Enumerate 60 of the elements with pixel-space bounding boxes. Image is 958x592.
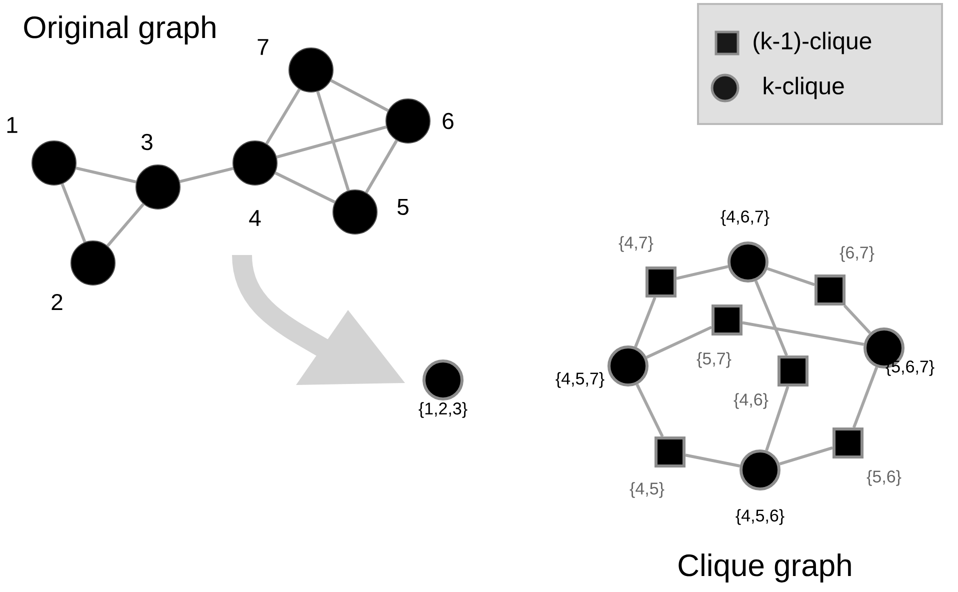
- edge-line: [742, 321, 864, 346]
- edge-line: [106, 203, 145, 247]
- vertex-number: 7: [258, 39, 268, 55]
- edge-line: [646, 326, 712, 359]
- edge-line: [76, 166, 136, 184]
- clique-label: {4,5}: [630, 482, 664, 498]
- edge-line: [365, 140, 398, 194]
- legend-text: k-clique: [764, 76, 844, 100]
- k-minus-one-clique-square: [712, 304, 742, 336]
- clique-label: {5,6}: [866, 470, 902, 486]
- k-minus-one-clique-square: [778, 356, 808, 386]
- graph-vertex: [386, 98, 430, 144]
- edge-line: [636, 384, 664, 438]
- k-clique-circle: [608, 346, 648, 386]
- caption: Clique graph: [678, 554, 851, 582]
- legend-text: (k-1)-clique: [754, 32, 872, 54]
- edge-line: [634, 296, 656, 348]
- vertex-number: 2: [52, 294, 62, 310]
- graph-vertex: [232, 140, 278, 186]
- edge-line: [685, 454, 740, 468]
- clique-label: {1,2,3}: [418, 402, 468, 418]
- edge-line: [330, 79, 389, 112]
- clique-label: {6,7}: [840, 246, 874, 262]
- k-minus-one-clique-square: [654, 436, 686, 468]
- edge-line: [754, 280, 788, 356]
- edge-line: [843, 304, 872, 334]
- vertex-number: 3: [141, 134, 152, 150]
- graph-vertex: [288, 48, 334, 92]
- edge-line: [852, 366, 878, 428]
- clique-label: {4,6}: [734, 393, 768, 409]
- edge-line: [274, 172, 336, 204]
- graph-vertex: [32, 140, 76, 186]
- edge-line: [766, 267, 815, 286]
- k-clique-circle: [740, 450, 780, 490]
- k-minus-one-clique-square: [646, 266, 676, 298]
- edge-line: [676, 265, 728, 280]
- graph-vertex: [136, 164, 180, 210]
- edge-line: [276, 126, 387, 158]
- graph-vertex: [332, 190, 378, 234]
- vertex-number: 4: [249, 210, 261, 226]
- edge-line: [765, 386, 790, 452]
- edge-line: [316, 91, 350, 191]
- title: Original graph: [24, 16, 216, 44]
- edge-line: [265, 88, 301, 144]
- vertex-number: 5: [398, 198, 408, 216]
- vertex-number: 6: [442, 112, 454, 130]
- edge-line: [179, 166, 234, 184]
- clique-label: {5,7}: [696, 352, 732, 368]
- edge-line: [779, 446, 833, 466]
- k-minus-one-clique-square: [832, 428, 864, 458]
- clique-label: {4,7}: [618, 236, 654, 252]
- vertex-number: 1: [7, 117, 18, 133]
- clique-label: {4,6,7}: [720, 210, 770, 226]
- k-clique-circle: [728, 242, 768, 282]
- k-minus-one-clique-square: [814, 274, 846, 306]
- clique-label: {4,5,6}: [736, 509, 784, 525]
- edge-line: [60, 183, 86, 243]
- k-clique-circle: [422, 360, 464, 400]
- clique-label: {4,5,7}: [556, 372, 604, 388]
- graph-vertex: [70, 240, 116, 286]
